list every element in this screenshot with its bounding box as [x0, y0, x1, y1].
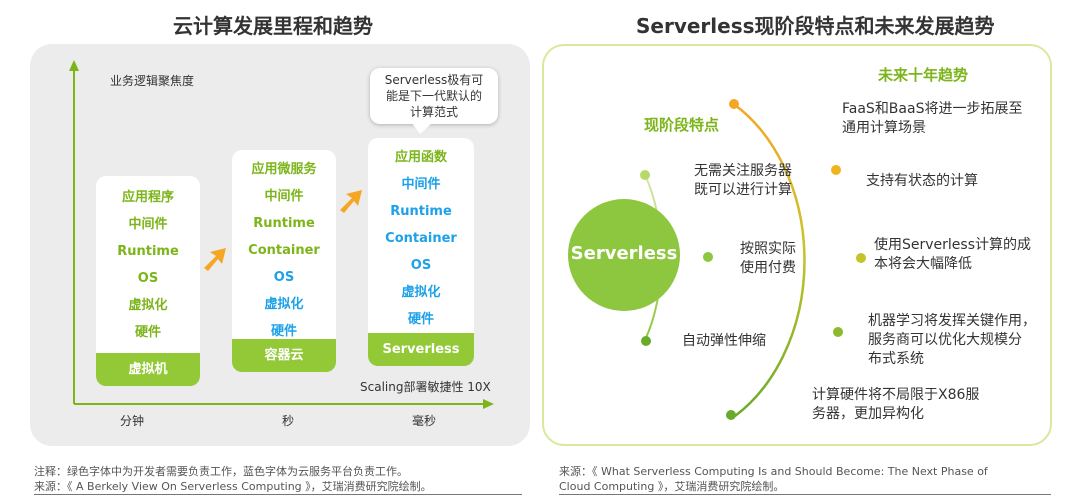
inner-arc-dot	[640, 170, 650, 180]
future-item-4: 机器学习将发挥关键作用， 服务商可以优化大规模分 布式系统	[868, 313, 1036, 367]
stack-layer: 虚拟化	[128, 298, 168, 313]
bubble-pointer	[412, 123, 432, 134]
x-axis-arrow-icon	[483, 399, 494, 409]
inner-arc-dot	[641, 336, 651, 346]
y-axis-arrow-icon	[69, 60, 79, 71]
stack-layer: 应用函数	[394, 150, 447, 165]
stack-footer-vm: 虚拟机	[96, 353, 200, 386]
bubble-line: Serverless极有可	[384, 73, 484, 87]
outer-arc-dot	[856, 253, 866, 263]
x-tick-minute: 分钟	[120, 414, 145, 428]
stack-layer: Runtime	[253, 216, 315, 231]
left-title: 云计算发展里程和趋势	[173, 14, 373, 38]
stack-layer: 硬件	[134, 325, 161, 340]
left-note-line1: 注释：绿色字体中为开发者需要负责工作，蓝色字体为云服务平台负责工作。	[34, 465, 408, 478]
future-trends-heading: 未来十年趋势	[878, 66, 969, 84]
stack-layer: 应用程序	[121, 190, 174, 205]
stack-layer: 应用微服务	[251, 162, 317, 177]
future-item-1: FaaS和BaaS将进一步拓展至 通用计算场景	[842, 101, 1023, 136]
y-axis-label: 业务逻辑聚焦度	[110, 74, 195, 88]
scaling-label: Scaling部署敏捷性 10X	[360, 380, 491, 394]
progress-arrow-icon	[204, 248, 226, 271]
current-features-heading: 现阶段特点	[644, 116, 720, 134]
stack-layer: OS	[137, 271, 159, 286]
current-item-2: 按照实际 使用付费	[740, 241, 796, 276]
stack-layer: 中间件	[401, 177, 441, 192]
right-source-line1: 来源：《 What Serverless Computing Is and Sh…	[559, 465, 988, 478]
left-source-line: 来源：《 A Berkely View On Serverless Comput…	[34, 480, 432, 493]
progress-arrow-icon	[340, 190, 362, 213]
current-item-3: 自动弹性伸缩	[682, 333, 766, 349]
stack-footer-serverless: Serverless	[368, 333, 474, 366]
x-tick-second: 秒	[282, 414, 295, 428]
outer-arc-dot	[729, 99, 739, 109]
serverless-circle-label: Serverless	[570, 243, 678, 264]
x-tick-millisecond: 毫秒	[412, 414, 437, 428]
stack-layer: 中间件	[264, 189, 304, 204]
bubble-line: 能是下一代默认的	[385, 89, 482, 103]
current-item-1: 无需关注服务器 既可以进行计算	[694, 163, 792, 198]
stack-layer: Container	[385, 231, 457, 246]
future-item-3: 使用Serverless计算的成 本将会大幅降低	[874, 237, 1032, 272]
stack-layer: Container	[248, 243, 320, 258]
right-source-line2: Cloud Computing 》，艾瑞消费研究院绘制。	[559, 480, 785, 493]
bubble-line: 计算范式	[409, 105, 458, 119]
outer-arc-dot	[831, 165, 841, 175]
left-note-underline	[34, 494, 522, 495]
stack-layer: Runtime	[390, 204, 452, 219]
future-item-2: 支持有状态的计算	[866, 173, 978, 189]
stack-footer-container-cloud: 容器云	[232, 339, 336, 372]
stack-layer: 硬件	[407, 312, 434, 327]
right-title: Serverless现阶段特点和未来发展趋势	[636, 14, 995, 38]
inner-arc-dot	[703, 252, 713, 262]
serverless-circle	[568, 199, 680, 311]
future-item-5: 计算硬件将不局限于X86服 务器，更加异构化	[812, 387, 980, 422]
stack-layer: 中间件	[128, 217, 168, 232]
right-note-underline	[559, 494, 1051, 495]
stack-serverless: 应用函数 中间件 Runtime Container OS 虚拟化 硬件 Ser…	[368, 138, 474, 366]
stack-layer: OS	[273, 270, 295, 285]
axes	[69, 60, 494, 409]
stack-layer: 硬件	[270, 324, 297, 339]
stack-layer: OS	[410, 258, 432, 273]
stack-container-cloud: 应用微服务 中间件 Runtime Container OS 虚拟化 硬件 容器…	[232, 150, 336, 372]
outer-arc-dot	[833, 327, 843, 337]
stack-layer: 虚拟化	[264, 297, 304, 312]
stack-vm: 应用程序 中间件 Runtime OS 虚拟化 硬件 虚拟机	[96, 176, 200, 386]
serverless-callout-bubble: Serverless极有可 能是下一代默认的 计算范式	[370, 68, 498, 124]
stack-layer: Runtime	[117, 244, 179, 259]
stack-layer: 虚拟化	[401, 285, 441, 300]
outer-arc-dot	[726, 410, 736, 420]
